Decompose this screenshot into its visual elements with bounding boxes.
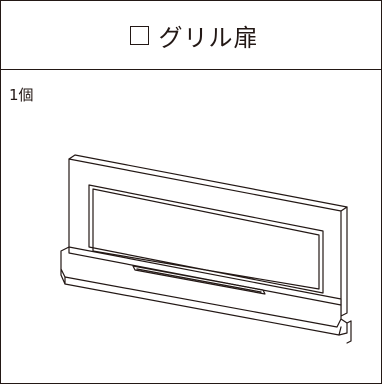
card-header: グリル扉: [1, 1, 381, 70]
checkbox[interactable]: [129, 25, 149, 45]
item-quantity: 1個: [9, 86, 34, 104]
item-title: グリル扉: [158, 23, 259, 52]
grill-door-illustration: [60, 154, 352, 344]
title-row: グリル扉: [129, 18, 259, 53]
